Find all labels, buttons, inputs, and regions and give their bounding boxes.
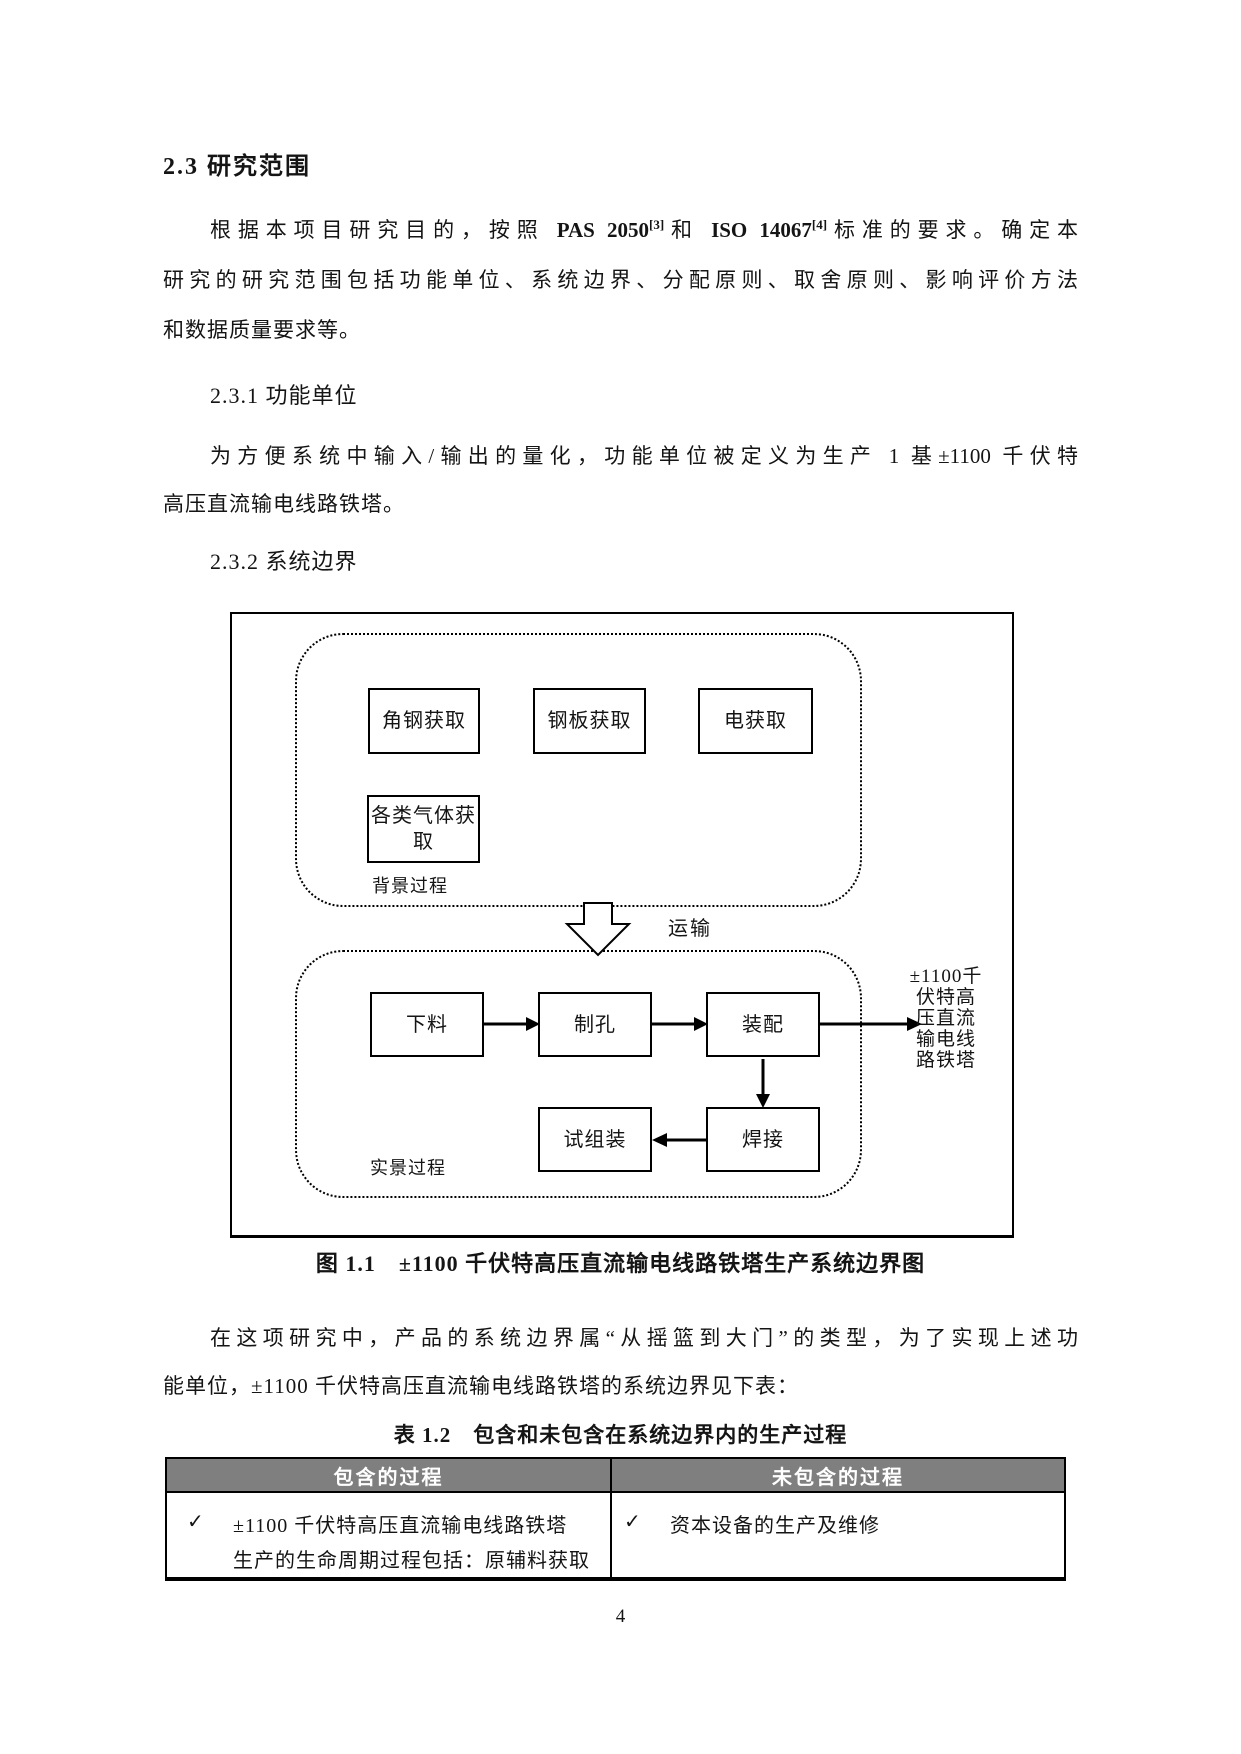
arrowhead-xialiao-to-zhikong [526, 1017, 540, 1031]
table-row: ✓ ±1100 千伏特高压直流输电线路铁塔 生产的生命周期过程包括：原辅料获取 … [167, 1493, 1064, 1577]
included-process-text: ±1100 千伏特高压直流输电线路铁塔 生产的生命周期过程包括：原辅料获取 [233, 1509, 590, 1579]
output-line: 压直流 [915, 1008, 976, 1029]
paragraph-1-line-3: 和数据质量要求等。 [163, 318, 361, 342]
arrowhead-zhikong-to-zhuangpei [694, 1017, 708, 1031]
figure-caption: 图 1.1 ±1100 千伏特高压直流输电线路铁塔生产系统边界图 [315, 1251, 926, 1276]
output-line: ±1100千 [909, 966, 983, 987]
checkmark-icon: ✓ [624, 1511, 641, 1533]
output-product-label: ±1100千 伏特高 压直流 输电线 路铁塔 [900, 966, 992, 1071]
paragraph-1-seg-3: 标准的要求。确定本 [827, 218, 1079, 242]
table-cell-excluded: ✓ 资本设备的生产及维修 [612, 1493, 1064, 1577]
table-header-row: 包含的过程 未包含的过程 [167, 1459, 1064, 1493]
arrowhead-zhuangpei-to-hanjie [756, 1094, 770, 1108]
excluded-process-text: 资本设备的生产及维修 [670, 1509, 880, 1544]
process-box-angle-steel: 角钢获取 [368, 688, 480, 754]
standard-pas2050: PAS 2050 [556, 218, 649, 242]
paragraph-3-line-2: 能单位，±1100 千伏特高压直流输电线路铁塔的系统边界见下表： [163, 1374, 799, 1398]
system-boundary-table: 包含的过程 未包含的过程 ✓ ±1100 千伏特高压直流输电线路铁塔 生产的生命… [165, 1457, 1066, 1581]
section-heading: 2.3 研究范围 [163, 154, 311, 180]
output-line: 路铁塔 [915, 1050, 976, 1071]
paragraph-3-line-1: 在这项研究中，产品的系统边界属“从摇篮到大门”的类型，为了实现上述功 [210, 1326, 1078, 1350]
process-box-trial-assembly: 试组装 [538, 1107, 652, 1172]
output-line: 输电线 [915, 1029, 976, 1050]
subsection-232-heading: 2.3.2 系统边界 [210, 549, 358, 574]
diagram-arrow-layer [484, 902, 922, 1147]
process-box-gases: 各类气体获取 [367, 795, 480, 863]
transport-arrow-icon [564, 902, 632, 957]
transport-label: 运输 [668, 918, 712, 940]
table-caption: 表 1.2 包含和未包含在系统边界内的生产过程 [393, 1423, 848, 1447]
subsection-231-heading: 2.3.1 功能单位 [210, 383, 358, 408]
arrowhead-zhuangpei-to-output [907, 1017, 922, 1031]
checkmark-icon: ✓ [187, 1511, 204, 1533]
paragraph-2-line-1: 为方便系统中输入/输出的量化，功能单位被定义为生产 1 基±1100 千伏特 [210, 444, 1078, 468]
background-process-group [295, 633, 862, 907]
page-number: 4 [615, 1606, 626, 1627]
standard-iso14067: ISO 14067 [711, 218, 812, 242]
included-line: ±1100 千伏特高压直流输电线路铁塔 [233, 1515, 568, 1537]
paragraph-1-seg-1: 根据本项目研究目的，按照 [210, 218, 557, 242]
process-box-assembly: 装配 [706, 992, 820, 1057]
process-box-steel-plate: 钢板获取 [533, 688, 646, 754]
citation-3: [3] [648, 217, 665, 232]
citation-4: [4] [811, 217, 828, 232]
process-box-electricity: 电获取 [698, 688, 813, 754]
foreground-group-label: 实景过程 [370, 1158, 446, 1178]
table-cell-included: ✓ ±1100 千伏特高压直流输电线路铁塔 生产的生命周期过程包括：原辅料获取 [167, 1493, 612, 1577]
paragraph-1-line-1: 根据本项目研究目的，按照 PAS 2050[3]和 ISO 14067[4]标准… [210, 214, 1078, 244]
paragraph-2-line-2: 高压直流输电线路铁塔。 [163, 492, 405, 516]
table-header-excluded: 未包含的过程 [612, 1459, 1064, 1491]
process-box-cutting: 下料 [370, 992, 484, 1057]
output-line: 伏特高 [915, 987, 976, 1008]
paragraph-1-seg-2: 和 [664, 218, 712, 242]
process-box-welding: 焊接 [706, 1107, 820, 1172]
paragraph-1-line-2: 研究的研究范围包括功能单位、系统边界、分配原则、取舍原则、影响评价方法 [163, 268, 1078, 292]
excluded-line: 资本设备的生产及维修 [670, 1515, 880, 1537]
foreground-process-group [295, 950, 862, 1198]
background-group-label: 背景过程 [372, 876, 448, 896]
arrowhead-hanjie-to-shizuzhuang [652, 1133, 667, 1147]
process-box-drilling: 制孔 [538, 992, 652, 1057]
system-boundary-diagram: 角钢获取 钢板获取 电获取 各类气体获取 背景过程 运输 下料 制孔 装配 焊接… [230, 612, 1014, 1238]
included-line: 生产的生命周期过程包括：原辅料获取 [233, 1550, 590, 1572]
table-header-included: 包含的过程 [167, 1459, 612, 1491]
